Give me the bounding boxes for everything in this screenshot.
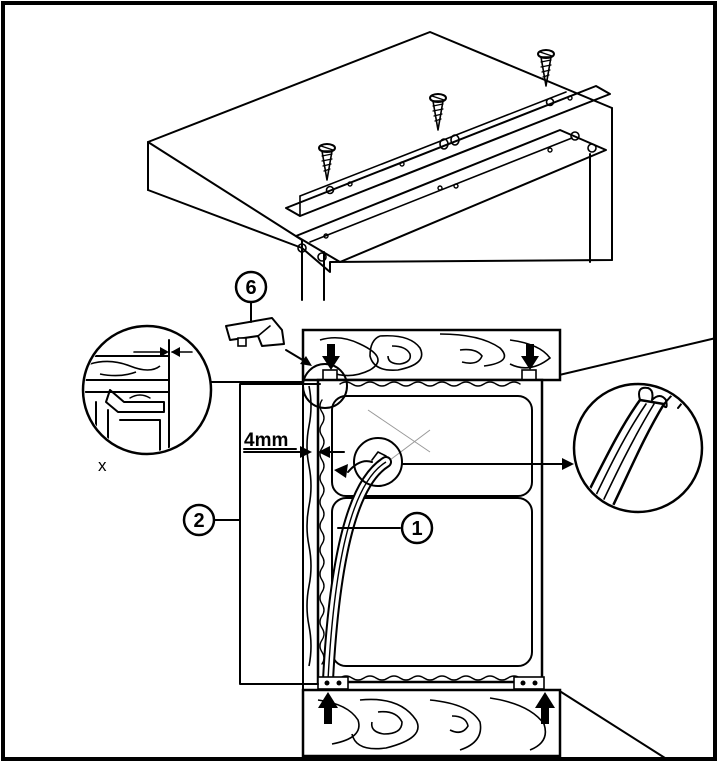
appliance-top-view [147, 31, 613, 301]
callout-1: 1 [337, 511, 434, 545]
detail-right-magnifier [353, 382, 704, 514]
arrow-up-icon [318, 692, 338, 724]
callout-2-label: 2 [193, 510, 204, 532]
arrow-down-icon [322, 344, 340, 370]
screw-icon [429, 93, 447, 131]
detail-left-magnifier: x [81, 324, 348, 475]
cabinet-section [239, 328, 717, 759]
appliance-top-outline [147, 31, 613, 273]
height-bracket [239, 383, 321, 685]
arrow-up-icon [535, 692, 555, 724]
screw-icon [537, 49, 555, 87]
gap-dimension-label: 4mm [244, 430, 288, 451]
callout-2: 2 [182, 503, 241, 537]
arrow-down-icon [521, 344, 539, 370]
bracket-part [225, 317, 285, 347]
appliance-rail [295, 129, 607, 263]
callout-6: 6 [225, 270, 312, 366]
screw-icon [318, 143, 336, 181]
bottom-wood-panel [301, 688, 562, 758]
callout-1-label: 1 [411, 518, 422, 540]
left-detail-circle [81, 324, 213, 456]
mounting-strip [285, 85, 611, 217]
detail-x-label: x [98, 456, 107, 475]
callout-6-label: 6 [245, 277, 256, 299]
gap-dimension: 4mm [243, 430, 297, 451]
